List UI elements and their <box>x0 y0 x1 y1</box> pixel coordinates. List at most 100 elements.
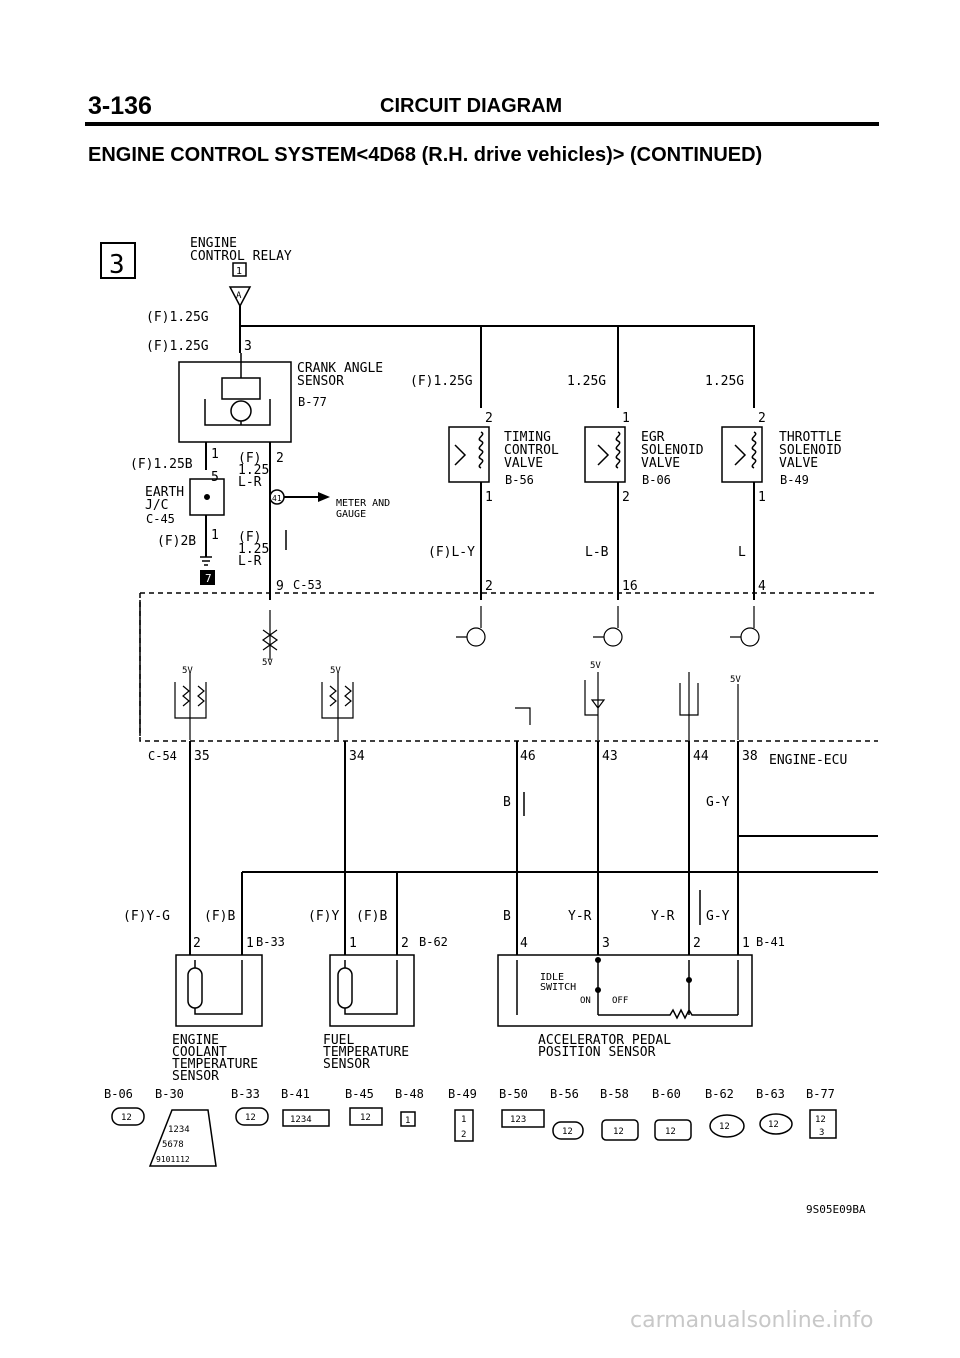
crank-sensor-coil <box>230 400 252 422</box>
throttle-valve-box <box>721 426 763 483</box>
connector-index: B-06 B-30 B-33 B-41 B-45 B-48 B-49 B-50 … <box>104 1087 835 1101</box>
coolant-pin-a: 2 <box>193 936 201 951</box>
ecu-5v-4: 5V <box>590 661 601 671</box>
wire-mid-gy: G-Y <box>706 795 730 810</box>
wire-mid-b: B <box>503 795 511 810</box>
fuel-sensor-box <box>329 954 415 1027</box>
relay-terminal: 1 <box>236 266 242 277</box>
ecu-pin-top: 9 <box>276 579 284 594</box>
pins-b60: 12 <box>665 1127 676 1137</box>
timing-line3: VALVE <box>504 456 543 471</box>
conn-label-b49: B-49 <box>448 1087 477 1101</box>
coolant-sensor-box <box>175 954 263 1027</box>
meter-label-line1: METER AND <box>336 498 390 509</box>
wire-crank-sig-c: L-R <box>238 475 262 490</box>
conn-label-b50: B-50 <box>499 1087 528 1101</box>
coolant-connector: B-33 <box>256 935 285 949</box>
ground-marker: 7 <box>205 572 212 585</box>
timing-pin-top: 2 <box>485 411 493 426</box>
power-bus-wire <box>240 325 755 408</box>
crank-sensor-connector: B-77 <box>298 395 327 409</box>
accel-wire1: B <box>503 909 511 924</box>
fuel-pin-a: 1 <box>349 936 357 951</box>
egr-connector: B-06 <box>642 473 671 487</box>
throttle-wire-bot: L <box>738 545 746 560</box>
pins-b48: 1 <box>405 1116 410 1126</box>
fuel-connector: B-62 <box>419 935 448 949</box>
idle-switch-on: ON <box>580 996 591 1006</box>
ecu-pin-38: 38 <box>742 749 758 764</box>
timing-wire-top: (F)1.25G <box>410 374 473 389</box>
pins-b41: 1234 <box>290 1115 312 1125</box>
wire-crank-sig2-c: L-R <box>238 554 262 569</box>
pins-b49-a: 1 <box>461 1115 466 1125</box>
ecu-pin-46: 46 <box>520 749 536 764</box>
conn-label-b63: B-63 <box>756 1087 785 1101</box>
earth-pin5: 5 <box>211 470 219 485</box>
throttle-line1: THROTTLE <box>779 430 842 445</box>
ecu-connector-bottom: C-54 <box>148 749 177 763</box>
pins-b77-b: 3 <box>819 1128 824 1138</box>
timing-valve-box <box>448 426 490 483</box>
relay-terminal-box <box>232 262 247 277</box>
ecu-pin-34: 34 <box>349 749 365 764</box>
conn-label-b06: B-06 <box>104 1087 133 1101</box>
pins-b33: 12 <box>245 1113 256 1123</box>
pins-b06: 12 <box>121 1113 132 1123</box>
page-number: 3-136 <box>88 92 152 120</box>
section-marker: 3 <box>109 250 125 280</box>
conn-label-b77: B-77 <box>806 1087 835 1101</box>
accel-sensor-box <box>497 954 753 1027</box>
accel-line2: POSITION SENSOR <box>538 1045 656 1060</box>
conn-label-b41: B-41 <box>281 1087 310 1101</box>
egr-wire-top: 1.25G <box>567 374 606 389</box>
accel-connector: B-41 <box>756 935 785 949</box>
crank-pin3: 3 <box>244 339 252 354</box>
conn-label-b33: B-33 <box>231 1087 260 1101</box>
timing-line1: TIMING <box>504 430 551 445</box>
fuel-wire1: (F)Y <box>308 909 339 924</box>
pins-b30-r3: 9101112 <box>156 1155 190 1164</box>
ecu-pin-35: 35 <box>194 749 210 764</box>
egr-pin-top: 1 <box>622 411 630 426</box>
coolant-line1: ENGINE <box>172 1033 219 1048</box>
pins-b58: 12 <box>613 1127 624 1137</box>
earth-jc-line2: J/C <box>145 498 168 513</box>
section-marker-box <box>100 242 136 279</box>
pins-b50: 123 <box>510 1115 526 1125</box>
timing-pin-bot: 1 <box>485 490 493 505</box>
egr-ecu-pin: 16 <box>622 579 638 594</box>
accel-wire4: G-Y <box>706 909 730 924</box>
pins-b63: 12 <box>768 1120 779 1130</box>
ecu-pin-44: 44 <box>693 749 709 764</box>
coolant-pin-b: 1 <box>246 936 254 951</box>
throttle-wire-top: 1.25G <box>705 374 744 389</box>
wire-relay-out1: (F)1.25G <box>146 310 209 325</box>
pins-b30-r2: 5678 <box>162 1140 184 1150</box>
page-title: CIRCUIT DIAGRAM <box>380 95 563 117</box>
wire-crank-sig2-b: 1.25 <box>238 542 269 557</box>
ecu-name: ENGINE-ECU <box>769 753 847 768</box>
pins-b45: 12 <box>360 1113 371 1123</box>
coolant-line4: SENSOR <box>172 1069 219 1084</box>
ground-marker-box <box>200 570 215 585</box>
pins-b56: 12 <box>562 1127 573 1137</box>
conn-label-b58: B-58 <box>600 1087 629 1101</box>
egr-line3: VALVE <box>641 456 680 471</box>
wire-earth: (F)2B <box>157 534 196 549</box>
conn-label-b48: B-48 <box>395 1087 424 1101</box>
ecu-5v-2: 5V <box>182 666 193 676</box>
conn-label-b30: B-30 <box>155 1087 184 1101</box>
idle-switch-line2: SWITCH <box>540 982 576 993</box>
ecu-5v-1: 5V <box>262 658 273 668</box>
fuel-line2: TEMPERATURE <box>323 1045 409 1060</box>
coolant-line2: COOLANT <box>172 1045 227 1060</box>
timing-wire-bot: (F)L-Y <box>428 545 475 560</box>
throttle-pin-top: 2 <box>758 411 766 426</box>
conn-label-b56: B-56 <box>550 1087 579 1101</box>
throttle-line2: SOLENOID <box>779 443 842 458</box>
crank-pin2: 2 <box>276 451 284 466</box>
fuel-line3: SENSOR <box>323 1057 370 1072</box>
pins-b77-a: 12 <box>815 1115 826 1125</box>
